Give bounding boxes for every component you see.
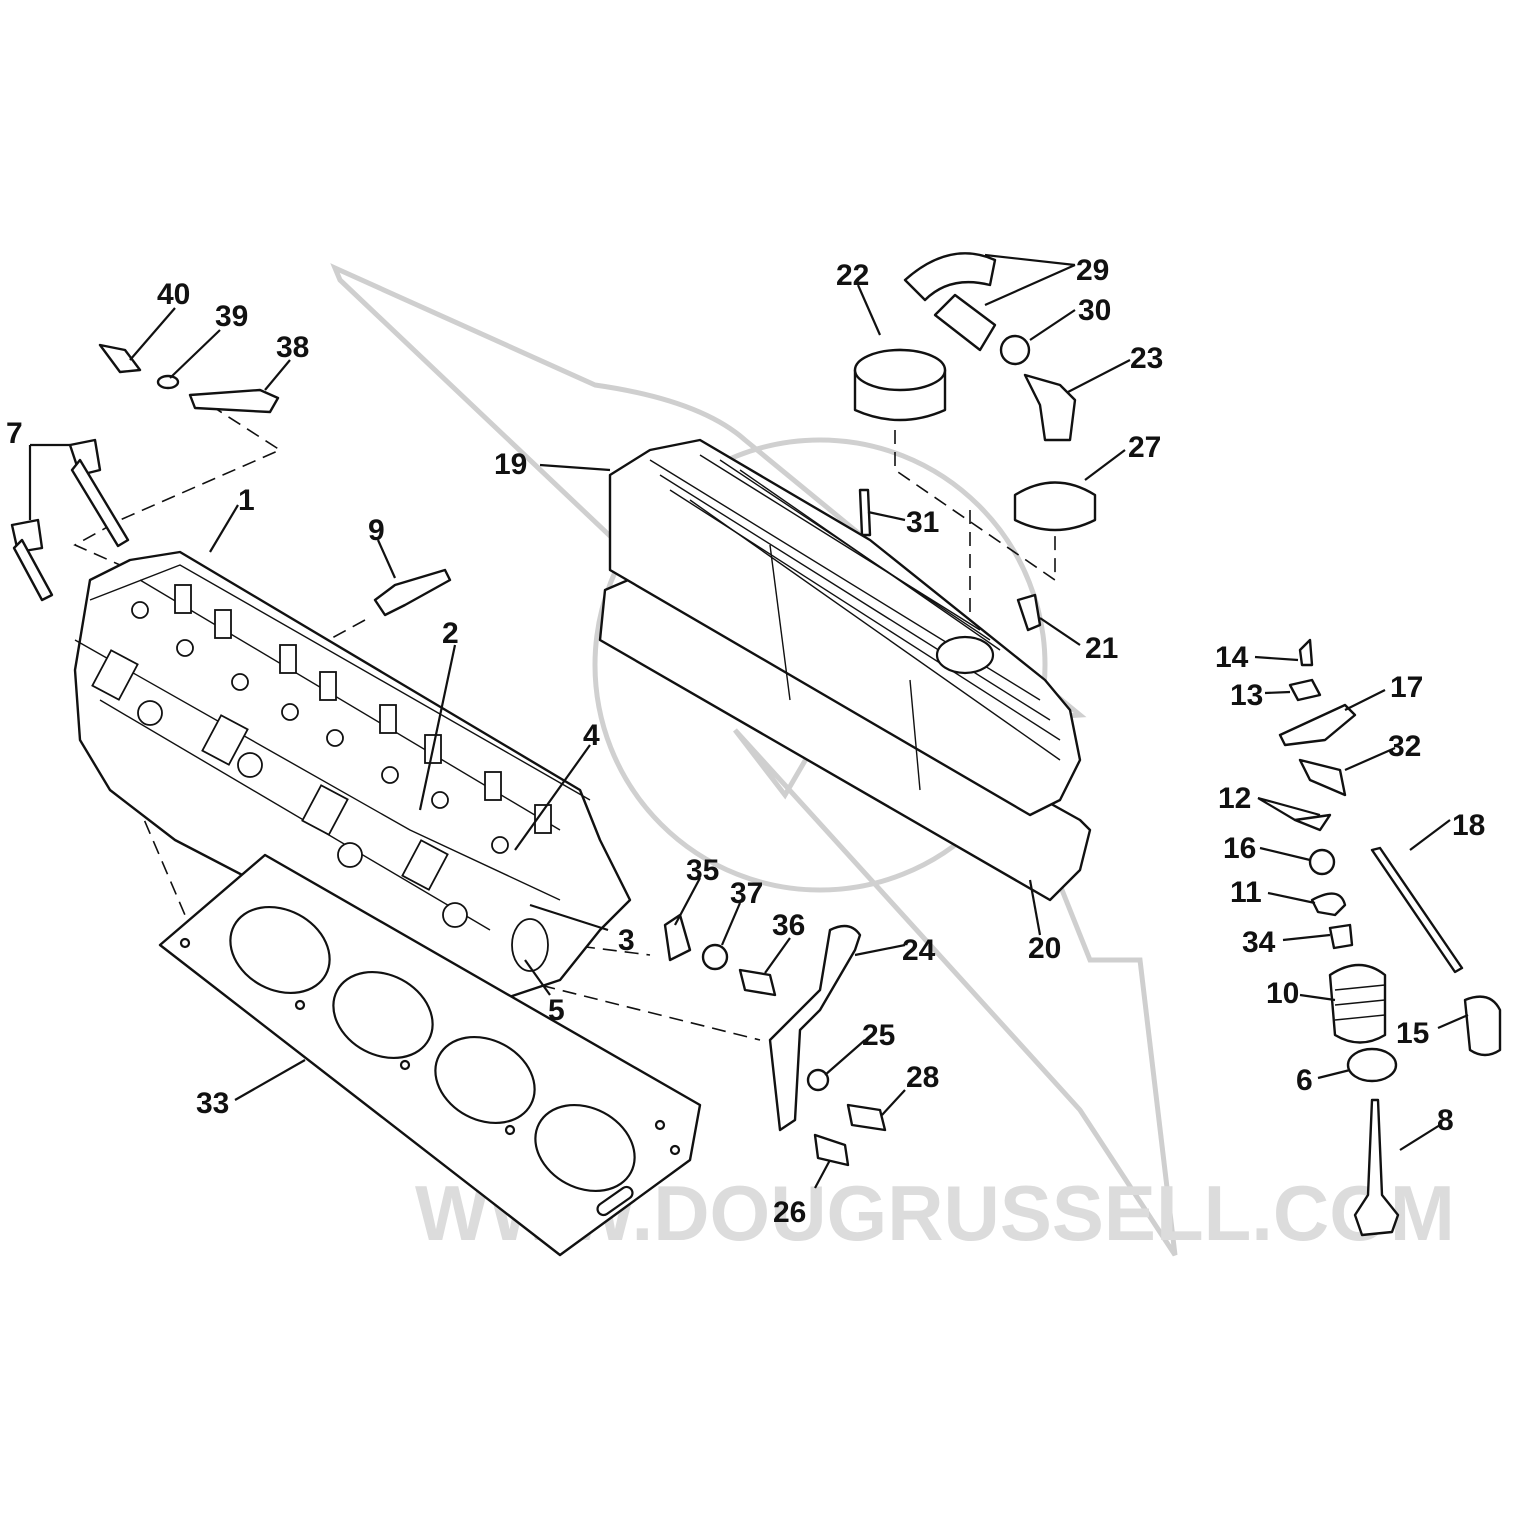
callout-30: 30	[1078, 294, 1111, 327]
callout-23: 23	[1130, 342, 1163, 375]
callout-11: 11	[1230, 876, 1262, 909]
callout-25: 25	[862, 1019, 895, 1052]
callout-36: 36	[772, 909, 805, 942]
callout-8: 8	[1437, 1104, 1454, 1137]
callout-31: 31	[906, 506, 939, 539]
callout-40: 40	[157, 278, 190, 311]
callout-33: 33	[196, 1087, 229, 1120]
callout-16: 16	[1223, 832, 1256, 865]
callout-27: 27	[1128, 431, 1161, 464]
cylinder-head	[73, 550, 632, 1012]
callout-6: 6	[1296, 1064, 1313, 1097]
callout-13: 13	[1230, 679, 1263, 712]
callout-labels: 1 2 3 4 5 6 7 8 9 10 11 12 13 14 15 16 1…	[6, 254, 1485, 1229]
lift-bracket-parts	[663, 913, 887, 1167]
callout-21: 21	[1085, 632, 1118, 665]
callout-3: 3	[618, 924, 635, 957]
callout-9: 9	[368, 514, 385, 547]
callout-4: 4	[583, 719, 600, 752]
cover-accessories	[853, 252, 1097, 632]
watermark-shapes	[330, 263, 1178, 1257]
spark-plug	[373, 568, 452, 617]
callout-7: 7	[6, 417, 23, 450]
callout-18: 18	[1452, 809, 1485, 842]
callout-39: 39	[215, 300, 248, 333]
callout-5: 5	[548, 994, 565, 1027]
callout-22: 22	[836, 259, 869, 292]
callout-34: 34	[1242, 926, 1276, 959]
head-gasket	[158, 853, 702, 1257]
callout-2: 2	[442, 617, 459, 650]
callout-14: 14	[1215, 641, 1249, 674]
callout-20: 20	[1028, 932, 1061, 965]
callout-35: 35	[686, 854, 719, 887]
valve-cover	[608, 438, 1082, 817]
valve-train	[1278, 638, 1502, 1237]
callout-19: 19	[494, 448, 527, 481]
callout-1: 1	[238, 484, 255, 517]
head-bolts	[10, 438, 130, 602]
callout-28: 28	[906, 1061, 939, 1094]
callout-24: 24	[902, 934, 936, 967]
bracket-parts	[98, 343, 280, 414]
callout-32: 32	[1388, 730, 1421, 763]
leader-lines	[28, 253, 1469, 1189]
callout-26: 26	[773, 1196, 806, 1229]
callout-17: 17	[1390, 671, 1423, 704]
callout-12: 12	[1218, 782, 1251, 815]
callout-15: 15	[1396, 1017, 1429, 1050]
callout-10: 10	[1266, 977, 1299, 1010]
callout-37: 37	[730, 877, 763, 910]
callout-38: 38	[276, 331, 309, 364]
callout-29: 29	[1076, 254, 1109, 287]
